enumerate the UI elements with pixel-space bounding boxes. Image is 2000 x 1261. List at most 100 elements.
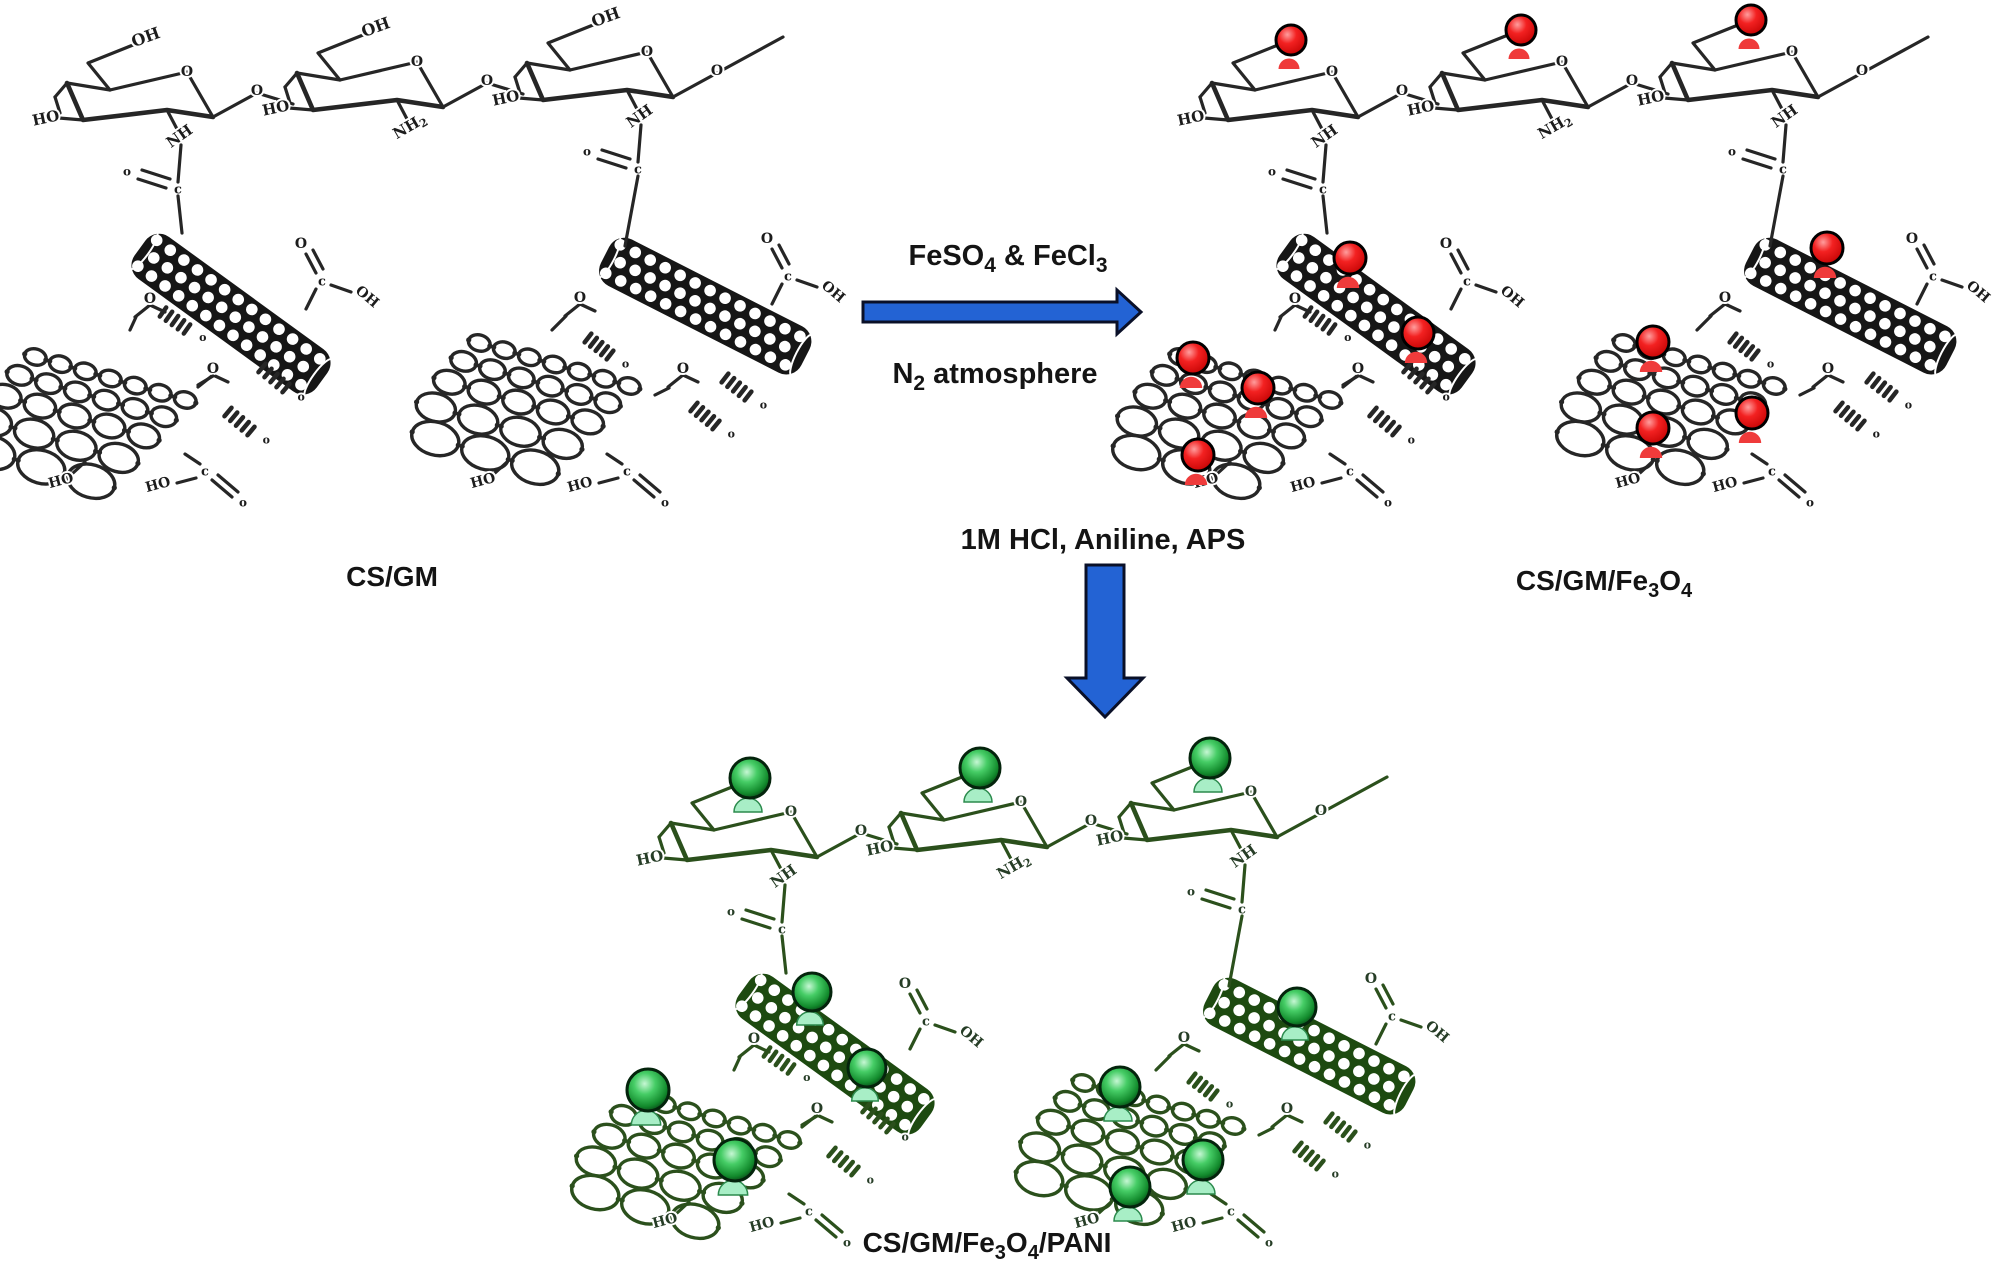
nanoparticle-reflection — [1193, 777, 1223, 793]
atom-label: o — [1265, 1236, 1273, 1250]
bond-line — [1798, 386, 1816, 397]
bond-line — [513, 75, 522, 95]
atom-label: O — [811, 1101, 823, 1117]
bond-line — [196, 374, 215, 387]
atom-label: O — [1281, 1101, 1293, 1117]
bond-line — [1781, 123, 1788, 164]
atom-label: o — [728, 428, 735, 441]
atom-label: O — [1315, 803, 1327, 819]
bond-line — [1749, 348, 1761, 362]
label-cs-gm-fe3o4: CS/GM/Fe3O4 — [1516, 565, 1693, 602]
atom-label: o — [1226, 1097, 1233, 1110]
bond-line — [1302, 305, 1314, 319]
bond-line — [1915, 247, 1929, 270]
bond-line — [493, 460, 509, 475]
atom-label: O — [1245, 784, 1257, 800]
atom-label: O — [641, 44, 653, 60]
bond-line — [262, 366, 274, 380]
atom-label: o — [622, 357, 629, 370]
bond-line — [1314, 313, 1326, 328]
bond-line — [780, 934, 788, 975]
bond-line — [1329, 1115, 1341, 1130]
bond-line — [1881, 384, 1893, 399]
atom-label: o — [1364, 1138, 1371, 1151]
bond-line — [57, 116, 85, 122]
bond-line — [1320, 476, 1343, 485]
fe3o4-nanoparticle — [1635, 410, 1671, 446]
bond-line — [1384, 419, 1397, 433]
bond-line — [222, 405, 234, 419]
bond-line — [815, 831, 899, 859]
atom-label: c — [1929, 270, 1937, 285]
pani-nanoparticle — [1276, 986, 1318, 1028]
bond-line — [64, 80, 216, 123]
atom-label: O — [1015, 794, 1027, 810]
atom-label: HO — [1711, 474, 1740, 496]
bond-line — [770, 282, 784, 306]
bond-line — [1297, 1144, 1310, 1159]
nanoparticle-reflection — [1404, 351, 1428, 363]
bond-line — [136, 177, 168, 190]
bond-line — [1461, 33, 1510, 82]
bond-line — [1390, 424, 1402, 438]
bond-line — [742, 389, 754, 403]
bond-line — [600, 148, 632, 161]
bond-line — [256, 361, 268, 375]
bond-line — [820, 1213, 844, 1234]
bond-line — [1229, 828, 1243, 851]
bond-line — [1413, 371, 1425, 385]
fe3o4-nanoparticle — [1175, 340, 1211, 376]
carbon-nanotube-icon — [1740, 235, 1960, 378]
bond-line — [1669, 60, 1821, 103]
atom-label: c — [778, 923, 786, 938]
bond-line — [878, 1116, 890, 1130]
bond-line — [666, 373, 700, 389]
bond-line — [1432, 106, 1460, 112]
bond-line — [744, 908, 776, 921]
bond-line — [661, 856, 689, 862]
nanoparticle-reflection — [1336, 276, 1360, 288]
atom-label: c — [1346, 465, 1354, 480]
nanoparticle-reflection — [1508, 48, 1530, 59]
bond-line — [1741, 157, 1773, 170]
atom-label: O — [1396, 83, 1408, 99]
atom-label: o — [902, 1131, 909, 1144]
atom-label: O — [1822, 361, 1834, 377]
bond-line — [653, 386, 671, 397]
bond-line — [898, 810, 1050, 853]
bond-line — [675, 1200, 691, 1215]
bond-line — [1381, 983, 1395, 1006]
bond-line — [183, 452, 202, 466]
atom-label: O — [1786, 44, 1798, 60]
bond-line — [908, 1027, 922, 1051]
atom-label: o — [199, 331, 206, 344]
pani-nanoparticle — [728, 756, 772, 800]
bond-line — [1378, 415, 1391, 428]
bond-line — [1875, 380, 1888, 394]
bond-line — [1328, 452, 1347, 466]
bond-line — [773, 1053, 785, 1068]
bond-line — [227, 410, 240, 424]
bond-line — [287, 106, 315, 112]
atom-label: c — [1388, 1010, 1396, 1025]
bond-line — [1201, 1216, 1224, 1225]
atom-label: o — [1332, 1168, 1339, 1181]
bond-line — [1128, 800, 1280, 843]
bond-line — [849, 1164, 861, 1178]
bond-line — [1240, 863, 1247, 904]
nanoparticle-reflection — [1179, 376, 1203, 388]
bond-line — [163, 309, 175, 323]
atom-label: O — [251, 83, 263, 99]
bond-line — [671, 35, 785, 99]
bond-line — [1374, 987, 1388, 1010]
bond-line — [1341, 374, 1360, 387]
bond-line — [1727, 331, 1739, 345]
bond-line — [688, 400, 700, 414]
atom-label: o — [263, 434, 270, 447]
pani-nanoparticle — [712, 1137, 758, 1183]
bond-line — [1308, 309, 1320, 323]
arrow-right-icon — [861, 286, 1144, 338]
bond-line — [1321, 143, 1328, 184]
bond-line — [623, 174, 640, 248]
